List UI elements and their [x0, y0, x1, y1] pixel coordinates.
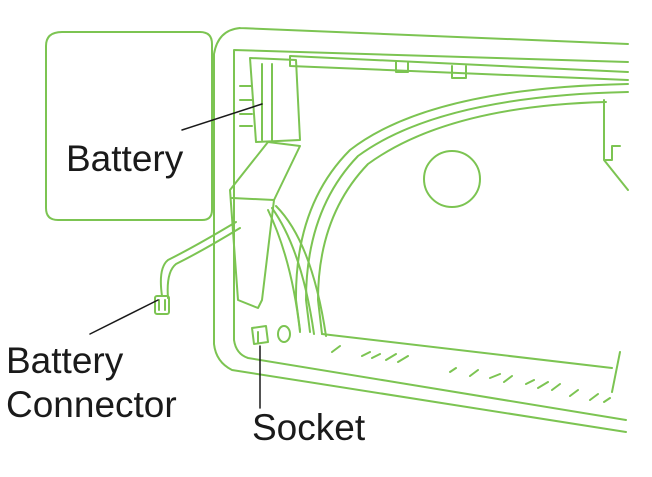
- battery-label: Battery: [66, 138, 184, 179]
- housing-outer: [213, 27, 629, 433]
- mounting-hole: [423, 150, 481, 208]
- top-clips: [395, 61, 467, 79]
- socket-post: [277, 325, 291, 343]
- battery-connector: [154, 295, 170, 315]
- inner-cavity-ring-3: [317, 101, 607, 335]
- battery-pack: [249, 57, 301, 143]
- socket-wires: [267, 205, 327, 337]
- inner-cavity-floor: [321, 333, 613, 369]
- battery-cable: [159, 221, 241, 299]
- battery-leader-line: [181, 103, 263, 131]
- inner-cavity: [294, 83, 629, 331]
- battery-contacts: [239, 85, 253, 127]
- socket-label: Socket: [252, 407, 366, 448]
- battery-connector-label-line-2: Connector: [6, 384, 177, 425]
- battery-connector-label-line-1: Battery: [6, 340, 124, 381]
- inner-cavity-ring-2: [305, 91, 629, 333]
- right-wall: [603, 99, 629, 393]
- housing-inner: [233, 49, 629, 421]
- battery-connector-leader-line: [89, 299, 159, 335]
- battery-connector-pins: [158, 299, 166, 311]
- floor-pins: [331, 345, 611, 403]
- battery-channel: [229, 141, 301, 309]
- battery-cover: [45, 31, 213, 221]
- socket: [251, 325, 269, 345]
